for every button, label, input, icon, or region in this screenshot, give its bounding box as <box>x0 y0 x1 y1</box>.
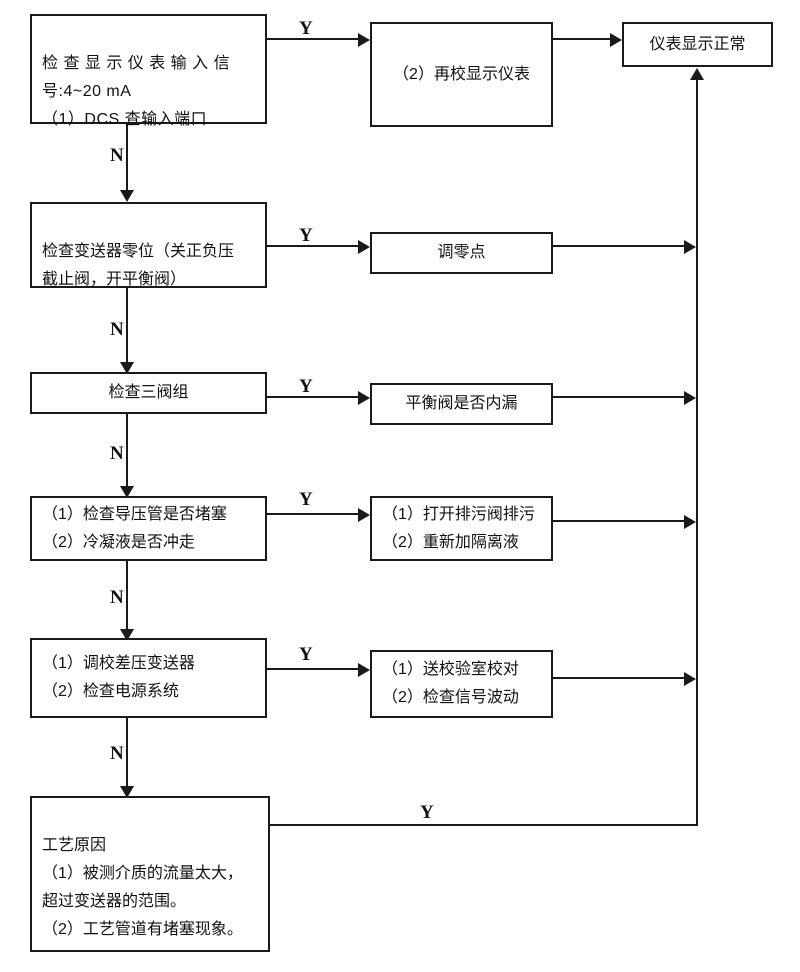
node-calibrate-transmitter-text: （1）调校差压变送器 （2）检查电源系统 <box>42 655 195 700</box>
label-no-1: N <box>108 145 126 166</box>
label-no-5: N <box>108 743 126 764</box>
arrowhead-n5 <box>120 786 134 798</box>
edge-r3-return <box>553 396 684 398</box>
node-meter-normal[interactable]: 仪表显示正常 <box>622 22 773 67</box>
edge-r5-yes <box>267 668 358 670</box>
node-adjust-zero[interactable]: 调零点 <box>370 232 553 274</box>
node-send-to-lab-text: （1）送校验室校对 （2）检查信号波动 <box>382 661 519 706</box>
label-yes-4: Y <box>297 489 315 510</box>
label-yes-6: Y <box>418 802 436 823</box>
node-send-to-lab[interactable]: （1）送校验室校对 （2）检查信号波动 <box>370 650 553 718</box>
node-check-three-valve[interactable]: 检查三阀组 <box>30 372 267 414</box>
node-recalibrate-meter-text: （2）再校显示仪表 <box>393 65 530 83</box>
edge-r3-yes <box>267 396 358 398</box>
label-no-3: N <box>108 443 126 464</box>
node-balance-valve-leak[interactable]: 平衡阀是否内漏 <box>370 383 553 425</box>
label-no-2: N <box>108 319 126 340</box>
edge-r1-yes <box>267 38 358 40</box>
node-check-impulse-line-text: （1）检查导压管是否堵塞 （2）冷凝液是否冲走 <box>42 505 227 551</box>
arrowhead-r5-yes <box>358 663 370 677</box>
node-calibrate-transmitter[interactable]: （1）调校差压变送器 （2）检查电源系统 <box>30 638 267 718</box>
node-balance-valve-leak-text: 平衡阀是否内漏 <box>405 395 518 412</box>
arrowhead-r4-yes <box>358 508 370 522</box>
node-meter-normal-text: 仪表显示正常 <box>649 35 746 53</box>
edge-r2-yes <box>267 245 358 247</box>
edge-return-trunk <box>696 80 698 825</box>
edge-r6-yes-return <box>268 824 698 826</box>
arrowhead-n2 <box>120 362 134 374</box>
node-check-zero[interactable]: 检查变送器零位（关正负压 截止阀，开平衡阀） <box>30 202 267 288</box>
arrowhead-r4-return <box>684 515 696 529</box>
label-no-4: N <box>108 587 126 608</box>
node-open-drain-valve[interactable]: （1）打开排污阀排污 （2）重新加隔离液 <box>370 496 553 561</box>
edge-n2 <box>126 288 128 366</box>
arrowhead-r1-yes <box>358 33 370 47</box>
node-check-meter-input[interactable]: 检 查 显 示 仪 表 输 入 信 号:4~20 mA （1）DCS 查输入端口 <box>30 14 267 128</box>
arrowhead-r3-return <box>684 391 696 405</box>
node-check-impulse-line[interactable]: （1）检查导压管是否堵塞 （2）冷凝液是否冲走 <box>30 496 267 561</box>
label-yes-3: Y <box>297 376 315 397</box>
node-check-three-valve-text: 检查三阀组 <box>108 384 189 401</box>
arrowhead-r2-yes <box>358 240 370 254</box>
arrowhead-recalibrate-to-normal <box>610 33 622 47</box>
node-recalibrate-meter[interactable]: （2）再校显示仪表 <box>370 22 553 127</box>
node-process-reason-text: 工艺原因 （1）被测介质的流量太大， 超过变送器的范围。 （2）工艺管道有堵塞现… <box>42 837 243 938</box>
node-adjust-zero-text: 调零点 <box>437 244 486 261</box>
edge-n4 <box>126 561 128 633</box>
edge-n1 <box>126 124 128 194</box>
node-process-reason[interactable]: 工艺原因 （1）被测介质的流量太大， 超过变送器的范围。 （2）工艺管道有堵塞现… <box>30 796 270 952</box>
arrowhead-r3-yes <box>358 391 370 405</box>
arrowhead-return-trunk-top <box>690 68 704 80</box>
arrowhead-r5-return <box>684 672 696 686</box>
label-yes-1: Y <box>297 18 315 39</box>
arrowhead-r2-return <box>684 240 696 254</box>
arrowhead-n3 <box>120 486 134 498</box>
edge-r5-return <box>553 677 684 679</box>
label-yes-2: Y <box>297 225 315 246</box>
edge-r4-yes <box>267 513 358 515</box>
edge-recalibrate-to-normal <box>553 38 610 40</box>
edge-n5 <box>126 718 128 790</box>
label-yes-5: Y <box>297 644 315 665</box>
edge-r4-return <box>553 520 684 522</box>
arrowhead-n1 <box>120 190 134 202</box>
node-open-drain-valve-text: （1）打开排污阀排污 （2）重新加隔离液 <box>382 505 535 551</box>
node-check-meter-input-text: 检 查 显 示 仪 表 输 入 信 号:4~20 mA （1）DCS 查输入端口 <box>42 55 231 128</box>
node-check-zero-text: 检查变送器零位（关正负压 截止阀，开平衡阀） <box>42 243 235 288</box>
edge-n3 <box>126 414 128 490</box>
edge-r2-return <box>553 245 684 247</box>
